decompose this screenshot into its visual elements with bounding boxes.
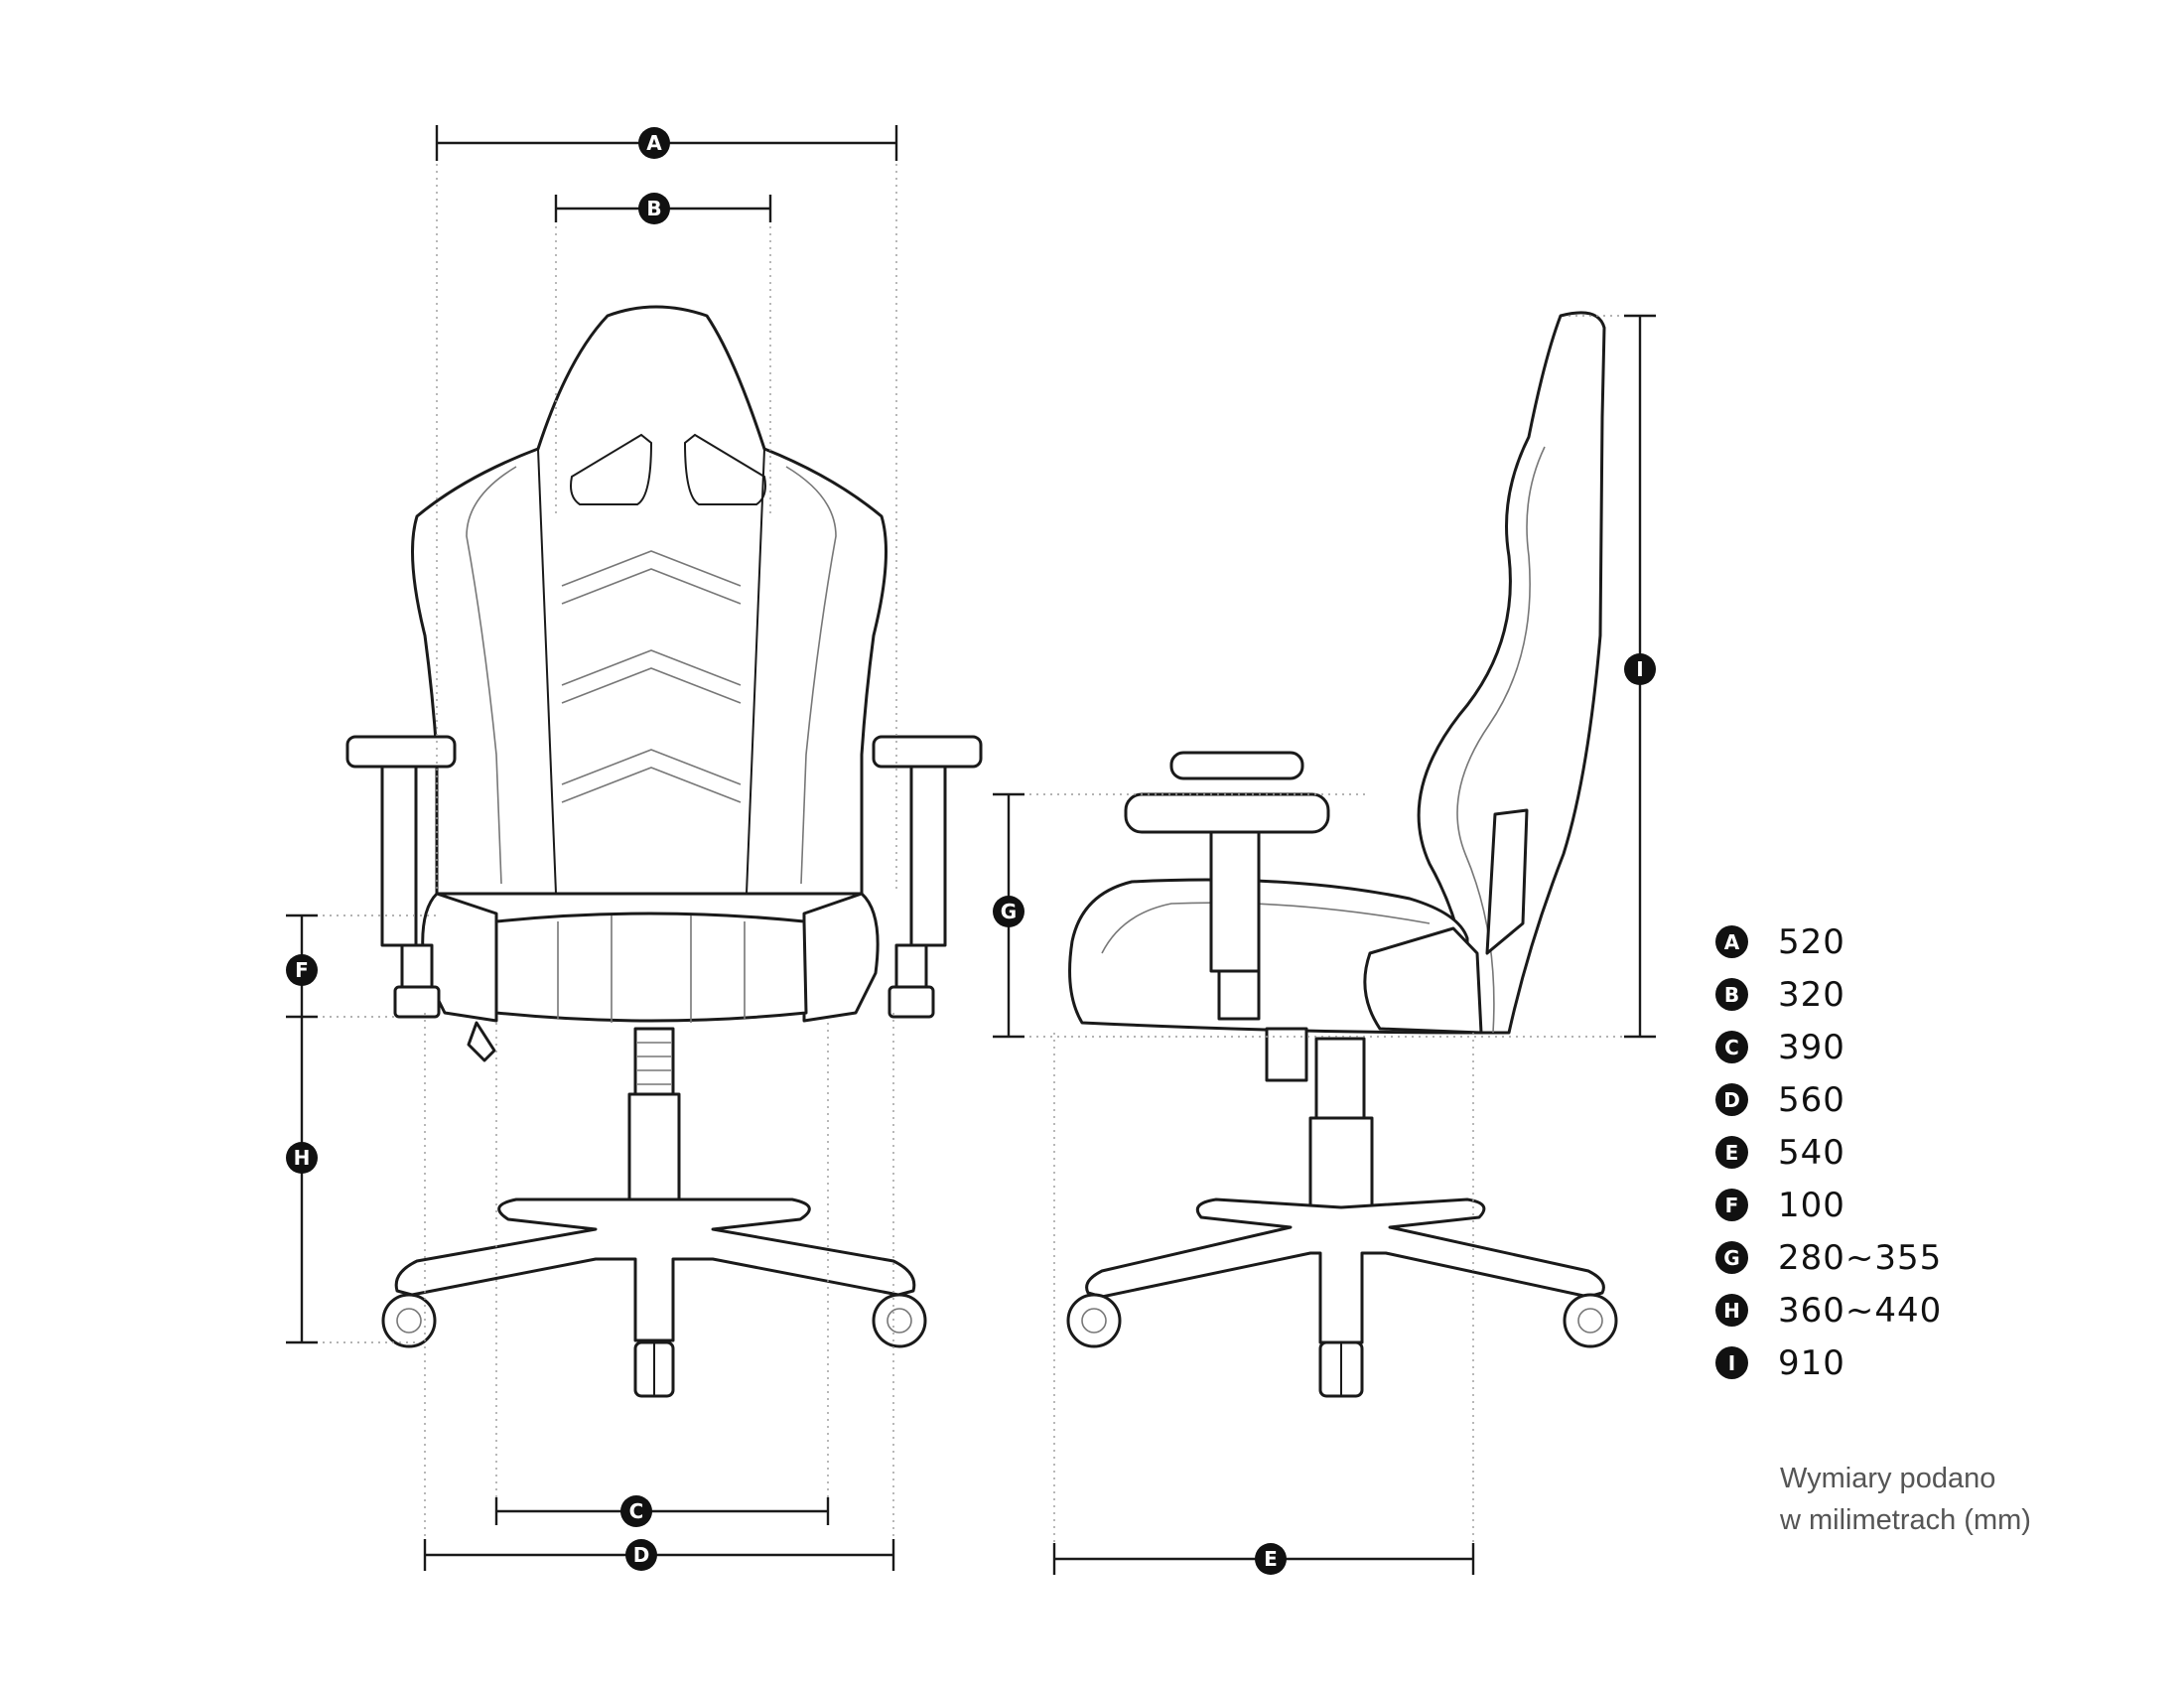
legend-badge: E xyxy=(1715,1136,1748,1169)
legend-value: 540 xyxy=(1778,1132,1845,1173)
badge-H: H xyxy=(286,1142,318,1174)
units-note-line1: Wymiary podano xyxy=(1780,1463,1996,1494)
legend-row-I: I 910 xyxy=(1715,1336,2033,1389)
legend-value: 100 xyxy=(1778,1185,1845,1225)
badge-B: B xyxy=(638,193,670,224)
front-base xyxy=(394,1197,916,1342)
legend-badge: G xyxy=(1715,1241,1748,1274)
legend-value: 520 xyxy=(1778,921,1845,962)
legend-value: 360~440 xyxy=(1778,1290,1943,1331)
legend-row-F: F 100 xyxy=(1715,1179,2033,1231)
legend-value: 910 xyxy=(1778,1342,1845,1383)
legend-row-D: D 560 xyxy=(1715,1073,2033,1126)
legend-badge: C xyxy=(1715,1031,1748,1063)
legend-value: 390 xyxy=(1778,1027,1845,1067)
legend-row-G: G 280~355 xyxy=(1715,1231,2033,1284)
legend-badge: F xyxy=(1715,1189,1748,1221)
front-view-chair xyxy=(345,305,983,1398)
legend-value: 280~355 xyxy=(1778,1237,1943,1278)
svg-text:B: B xyxy=(646,197,661,220)
side-view-chair xyxy=(1066,311,1618,1398)
legend-badge: B xyxy=(1715,978,1748,1011)
badge-D: D xyxy=(625,1539,657,1571)
badge-G: G xyxy=(993,896,1024,927)
side-base xyxy=(1085,1197,1605,1344)
legend-value: 320 xyxy=(1778,974,1845,1015)
dimension-badges: A B C D E F G H I xyxy=(286,127,1656,1575)
front-armrest-right xyxy=(872,735,983,769)
legend-badge: A xyxy=(1715,925,1748,958)
units-note: Wymiary podano w milimetrach (mm) xyxy=(1780,1458,2031,1541)
svg-text:I: I xyxy=(1636,657,1643,681)
svg-text:E: E xyxy=(1264,1547,1278,1571)
front-backrest xyxy=(411,305,887,896)
svg-text:C: C xyxy=(629,1499,644,1523)
badge-I: I xyxy=(1624,653,1656,685)
front-gas-cylinder xyxy=(627,1092,681,1201)
legend-badge: H xyxy=(1715,1294,1748,1327)
svg-text:G: G xyxy=(1001,900,1017,923)
badge-F: F xyxy=(286,954,318,986)
svg-text:D: D xyxy=(633,1543,650,1567)
dimension-guides xyxy=(288,129,1656,1569)
legend-row-C: C 390 xyxy=(1715,1021,2033,1073)
legend-value: 560 xyxy=(1778,1079,1845,1120)
badge-A: A xyxy=(638,127,670,159)
badge-C: C xyxy=(620,1495,652,1527)
legend-row-B: B 320 xyxy=(1715,968,2033,1021)
legend-badge: D xyxy=(1715,1083,1748,1116)
dimension-lines xyxy=(286,125,1656,1575)
dimension-legend: A 520 B 320 C 390 D 560 E 540 F 100 G 28… xyxy=(1715,915,2033,1389)
legend-badge: I xyxy=(1715,1346,1748,1379)
legend-row-H: H 360~440 xyxy=(1715,1284,2033,1336)
side-gas-cylinder xyxy=(1308,1116,1374,1209)
front-seat xyxy=(494,912,808,1023)
svg-text:A: A xyxy=(646,131,662,155)
svg-text:F: F xyxy=(295,958,309,982)
svg-text:H: H xyxy=(294,1146,311,1170)
badge-E: E xyxy=(1255,1543,1287,1575)
legend-row-A: A 520 xyxy=(1715,915,2033,968)
side-armrest xyxy=(1169,751,1304,780)
front-armrest-left xyxy=(345,735,457,769)
units-note-line2: w milimetrach (mm) xyxy=(1780,1504,2031,1536)
legend-row-E: E 540 xyxy=(1715,1126,2033,1179)
